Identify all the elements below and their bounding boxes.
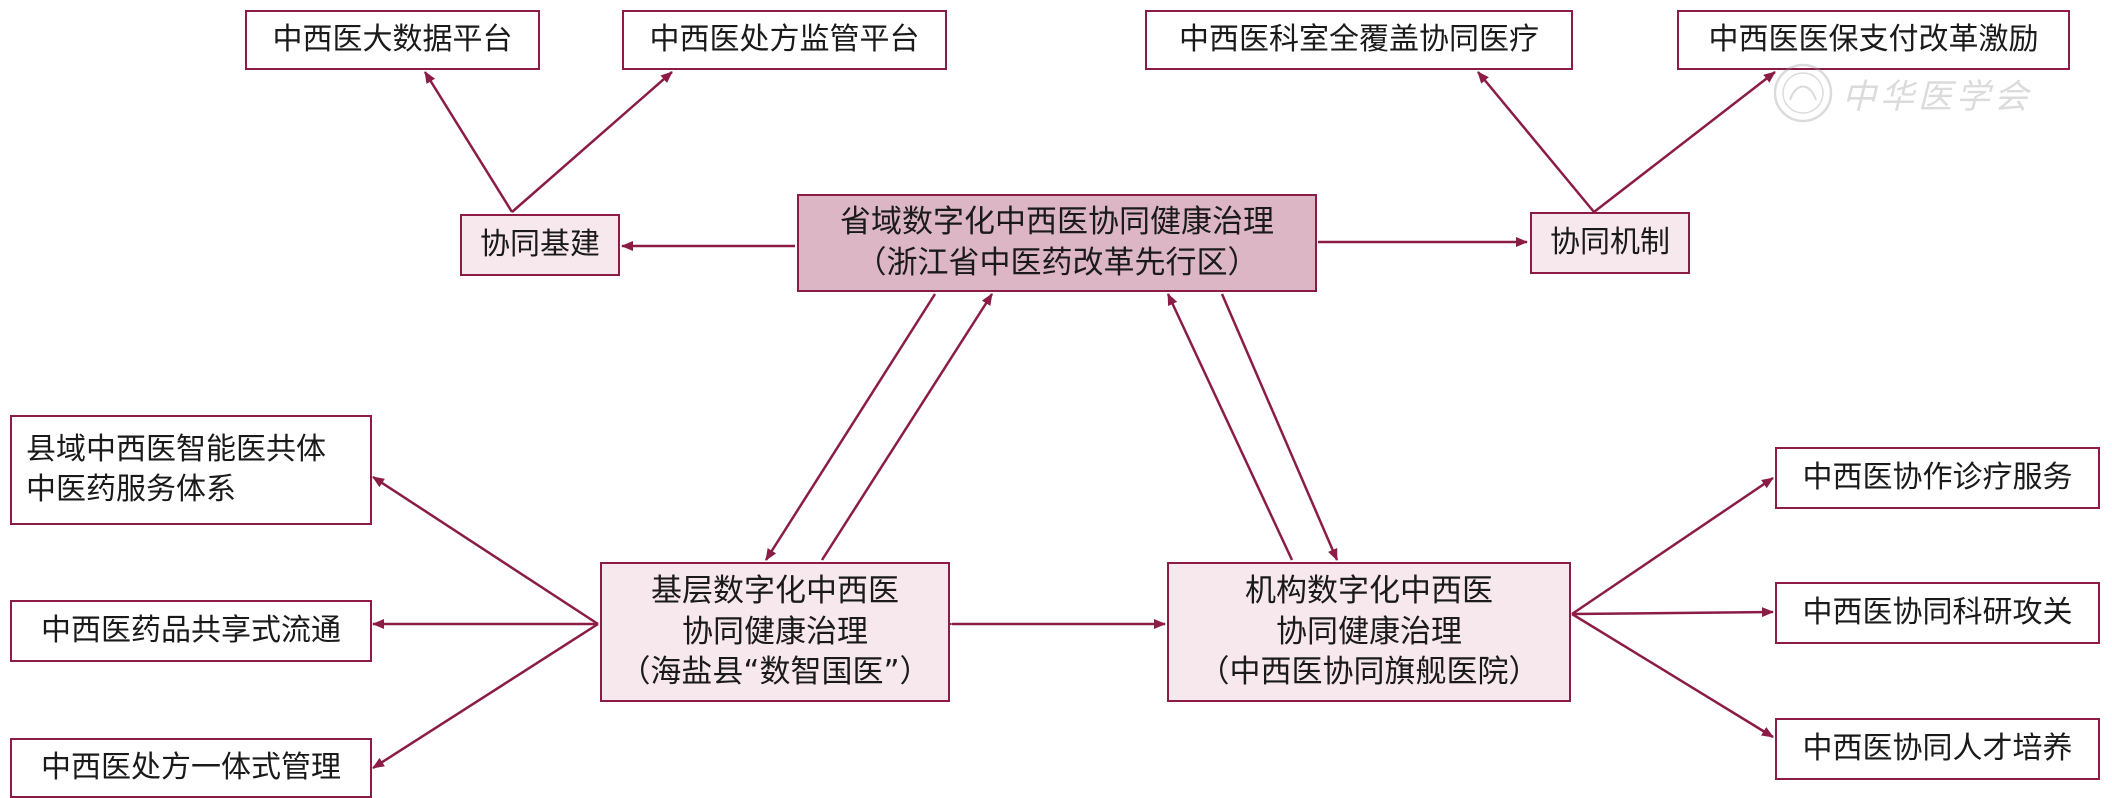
watermark-text: 中华医学会 [1842,76,2032,117]
box-collab-diagnosis-service: 中西医协作诊疗服务 [1775,447,2100,509]
box-county-medical-community-line1: 县域中西医智能医共体 [26,432,326,468]
box-institutional-governance-line1: 机构数字化中西医 [1245,572,1493,609]
box-provincial-governance-line1: 省域数字化中西医协同健康治理 [840,204,1274,241]
arrow-institutional-to-talent [1571,612,1774,739]
box-grassroots-governance-line3: （海盐县“数智国医”） [619,654,931,691]
arrow-institutional-to-diagnosis [1571,476,1774,616]
box-grassroots-governance: 基层数字化中西医 协同健康治理 （海盐县“数智国医”） [600,562,950,702]
arrow-provincial-to-institutional [1220,293,1339,561]
arrow-grassroots-to-prescription [372,622,599,770]
box-dept-full-coverage: 中西医科室全覆盖协同医疗 [1145,10,1573,70]
box-dept-full-coverage-label: 中西医科室全覆盖协同医疗 [1179,22,1539,58]
box-big-data-platform: 中西医大数据平台 [245,10,540,70]
box-collab-talent-training-label: 中西医协同人才培养 [1802,731,2073,767]
box-collab-mechanism: 协同机制 [1530,212,1690,274]
arrow-infra-to-bigdata [423,71,514,213]
box-insurance-payment-reform-label: 中西医医保支付改革激励 [1708,22,2039,58]
box-shared-drug-circulation-label: 中西医药品共享式流通 [41,613,341,649]
arrow-provincial-to-grassroots [764,293,937,561]
arrow-mechanism-to-coverage [1477,71,1595,213]
box-institutional-governance-line2: 协同健康治理 [1276,613,1462,650]
box-grassroots-governance-line2: 协同健康治理 [682,613,868,650]
box-prescription-supervision-platform: 中西医处方监管平台 [622,10,947,70]
box-institutional-governance-line3: （中西医协同旗舰医院） [1198,654,1540,691]
box-insurance-payment-reform: 中西医医保支付改革激励 [1677,10,2070,70]
arrow-grassroots-to-county [372,475,599,626]
box-collab-infrastructure: 协同基建 [460,214,620,276]
arrow-mechanism-to-insurance [1593,71,1776,213]
box-grassroots-governance-line1: 基层数字化中西医 [651,572,899,609]
box-integrated-prescription-mgmt: 中西医处方一体式管理 [10,738,372,798]
box-collab-research-label: 中西医协同科研攻关 [1802,595,2073,631]
box-provincial-governance: 省域数字化中西医协同健康治理 （浙江省中医药改革先行区） [797,194,1317,292]
watermark: 中华医学会 [1772,58,2072,128]
box-integrated-prescription-mgmt-label: 中西医处方一体式管理 [41,750,341,786]
box-county-medical-community: 县域中西医智能医共体 中医药服务体系 [10,415,372,525]
box-collab-diagnosis-service-label: 中西医协作诊疗服务 [1802,460,2073,496]
box-collab-mechanism-label: 协同机制 [1550,225,1670,261]
box-big-data-platform-label: 中西医大数据平台 [272,22,513,58]
arrow-institutional-to-research [1571,607,1774,618]
box-collab-infrastructure-label: 协同基建 [480,227,600,263]
arrow-grassroots-to-provincial [820,293,994,561]
box-county-medical-community-line2: 中医药服务体系 [26,472,236,507]
box-provincial-governance-line2: （浙江省中医药改革先行区） [855,245,1259,281]
box-prescription-supervision-platform-label: 中西医处方监管平台 [649,22,920,58]
seal-icon [1773,63,1833,123]
box-collab-talent-training: 中西医协同人才培养 [1775,718,2100,780]
arrow-institutional-to-provincial [1166,293,1294,561]
box-institutional-governance: 机构数字化中西医 协同健康治理 （中西医协同旗舰医院） [1167,562,1571,702]
box-collab-research: 中西医协同科研攻关 [1775,582,2100,644]
box-shared-drug-circulation: 中西医药品共享式流通 [10,600,372,662]
arrow-infra-to-supervision [511,71,673,213]
